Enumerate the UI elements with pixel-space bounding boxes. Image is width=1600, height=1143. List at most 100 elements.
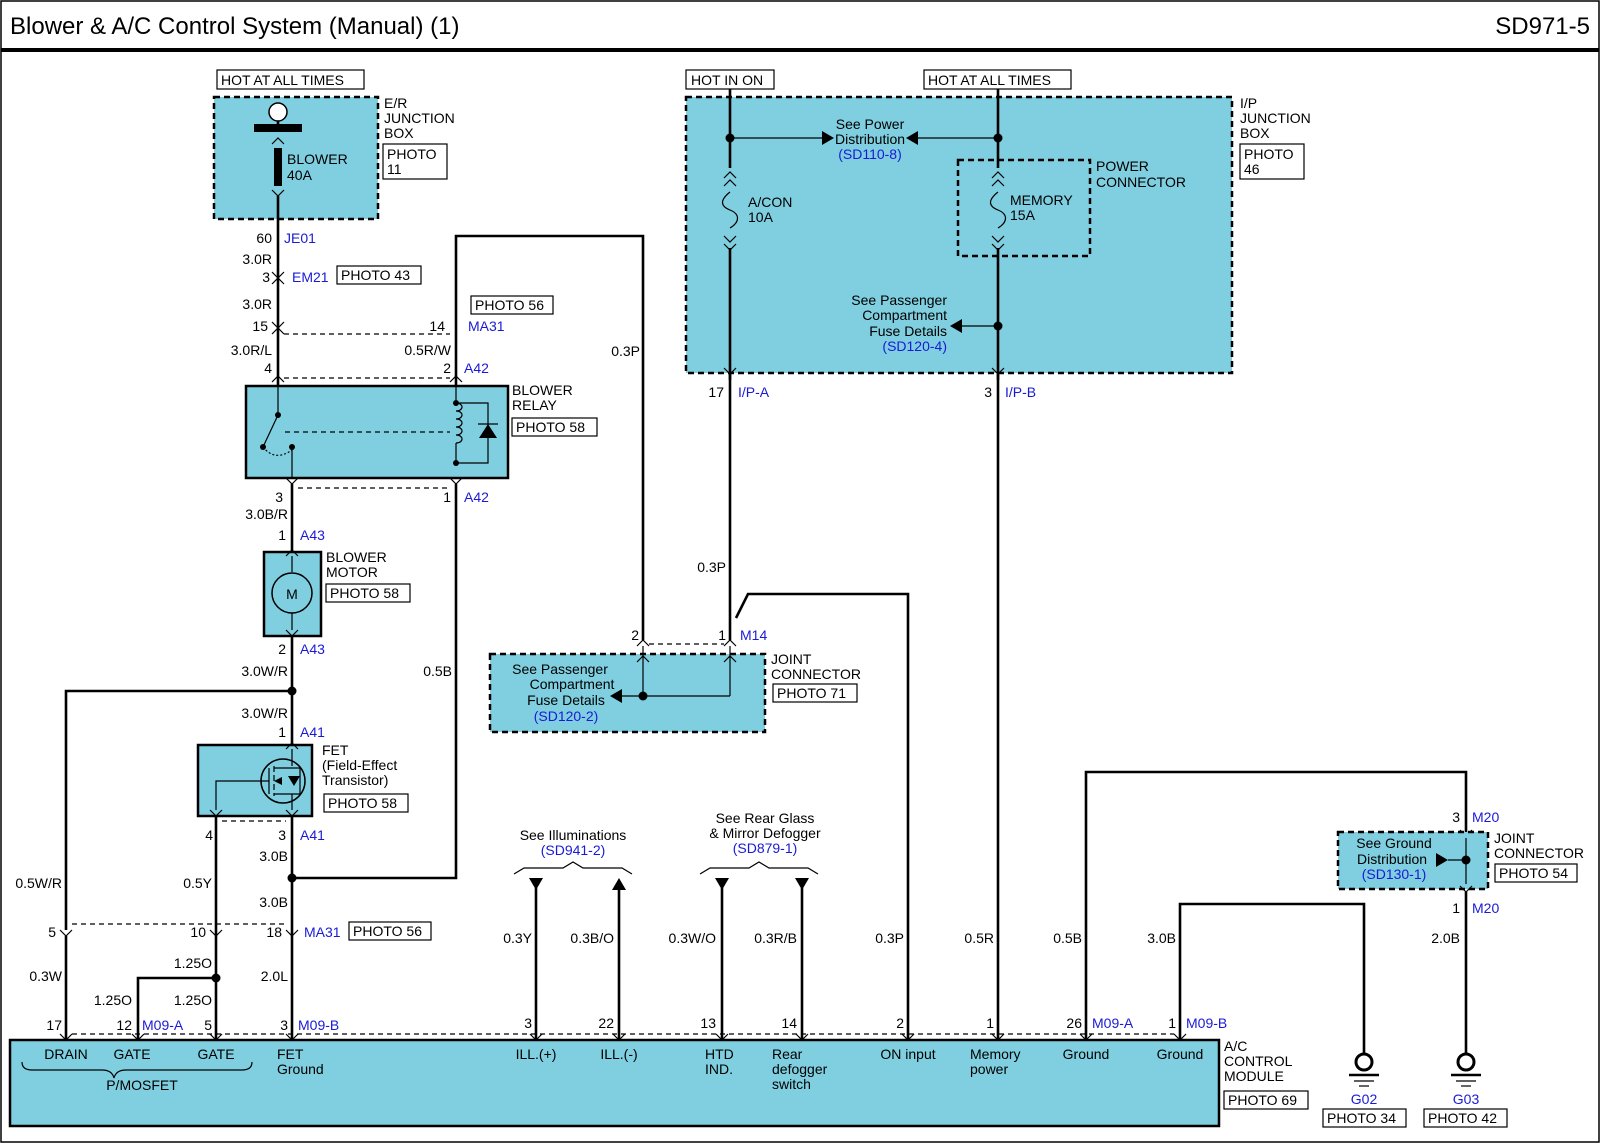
svg-text:46: 46: [1244, 161, 1260, 177]
svg-text:PHOTO 69: PHOTO 69: [1228, 1092, 1297, 1108]
svg-text:A42: A42: [464, 489, 489, 505]
svg-text:POWER: POWER: [1096, 158, 1149, 174]
svg-text:CONNECTOR: CONNECTOR: [1494, 845, 1584, 861]
svg-text:14: 14: [429, 318, 445, 334]
relay-switch-symbol: [260, 386, 498, 478]
svg-text:14: 14: [781, 1015, 797, 1031]
svg-text:PHOTO: PHOTO: [387, 146, 437, 162]
svg-text:13: 13: [700, 1015, 716, 1031]
svg-text:3: 3: [262, 269, 270, 285]
svg-text:Ground: Ground: [1157, 1046, 1204, 1062]
svg-text:10A: 10A: [748, 209, 774, 225]
svg-text:RELAY: RELAY: [512, 397, 558, 413]
svg-text:MODULE: MODULE: [1224, 1068, 1284, 1084]
svg-text:defogger: defogger: [772, 1061, 828, 1077]
svg-text:0.3Y: 0.3Y: [503, 930, 532, 946]
svg-text:M20: M20: [1472, 809, 1499, 825]
svg-text:PHOTO 54: PHOTO 54: [1499, 865, 1568, 881]
svg-text:3.0B: 3.0B: [259, 894, 288, 910]
svg-text:A43: A43: [300, 641, 325, 657]
svg-text:ILL.(+): ILL.(+): [516, 1046, 557, 1062]
svg-text:60: 60: [256, 230, 272, 246]
svg-text:1.25O: 1.25O: [174, 992, 212, 1008]
svg-text:See Passenger: See Passenger: [851, 292, 947, 308]
hot-all-times-right: HOT AT ALL TIMES: [928, 72, 1051, 88]
svg-text:BLOWER: BLOWER: [512, 382, 573, 398]
svg-text:M09-A: M09-A: [1092, 1015, 1134, 1031]
svg-text:IND.: IND.: [705, 1061, 733, 1077]
blower-fuse-40a: [254, 102, 302, 197]
svg-text:1: 1: [443, 489, 451, 505]
svg-text:3: 3: [280, 1017, 288, 1033]
svg-text:1: 1: [718, 627, 726, 643]
svg-text:3: 3: [275, 489, 283, 505]
svg-text:1.25O: 1.25O: [174, 955, 212, 971]
svg-text:See Passenger: See Passenger: [512, 661, 608, 677]
svg-text:A42: A42: [464, 360, 489, 376]
svg-text:Compartment: Compartment: [530, 676, 615, 692]
svg-text:12: 12: [116, 1017, 132, 1033]
svg-text:(SD120-4): (SD120-4): [882, 338, 947, 354]
svg-text:GATE: GATE: [197, 1046, 234, 1062]
svg-text:0.5R: 0.5R: [964, 930, 994, 946]
svg-text:Memory: Memory: [970, 1046, 1021, 1062]
svg-text:0.3P: 0.3P: [611, 343, 640, 359]
er-junction-box: [212, 95, 380, 221]
svg-text:P/MOSFET: P/MOSFET: [106, 1077, 178, 1093]
svg-text:BOX: BOX: [1240, 125, 1270, 141]
svg-text:4: 4: [264, 360, 272, 376]
svg-text:A/CON: A/CON: [748, 194, 792, 210]
svg-text:3.0R: 3.0R: [242, 251, 272, 267]
svg-text:ON input: ON input: [880, 1046, 935, 1062]
svg-text:22: 22: [598, 1015, 614, 1031]
svg-text:2.0L: 2.0L: [261, 968, 288, 984]
svg-text:0.3P: 0.3P: [697, 559, 726, 575]
svg-text:1.25O: 1.25O: [94, 992, 132, 1008]
svg-text:MA31: MA31: [304, 924, 341, 940]
svg-text:(Field-Effect: (Field-Effect: [322, 757, 397, 773]
svg-text:Ground: Ground: [277, 1061, 324, 1077]
svg-text:PHOTO 43: PHOTO 43: [341, 267, 410, 283]
svg-text:0.5B: 0.5B: [423, 663, 452, 679]
svg-text:JUNCTION: JUNCTION: [1240, 110, 1311, 126]
svg-text:Distribution: Distribution: [835, 131, 905, 147]
svg-text:CONNECTOR: CONNECTOR: [771, 666, 861, 682]
hot-in-on: HOT IN ON: [691, 72, 763, 88]
svg-text:I/P: I/P: [1240, 95, 1257, 111]
svg-text:3: 3: [278, 827, 286, 843]
svg-text:Transistor): Transistor): [322, 772, 388, 788]
svg-text:1: 1: [986, 1015, 994, 1031]
svg-text:17: 17: [708, 384, 724, 400]
power-connector: [956, 158, 1092, 258]
svg-text:BLOWER: BLOWER: [326, 549, 387, 565]
svg-text:26: 26: [1066, 1015, 1082, 1031]
svg-text:PHOTO 56: PHOTO 56: [353, 923, 422, 939]
svg-text:0.5Y: 0.5Y: [183, 875, 212, 891]
svg-text:G03: G03: [1453, 1091, 1480, 1107]
svg-text:JOINT: JOINT: [1494, 830, 1535, 846]
svg-text:15A: 15A: [1010, 207, 1036, 223]
svg-text:0.3W/O: 0.3W/O: [669, 930, 717, 946]
joint-connector-m14: [488, 652, 767, 734]
svg-text:BOX: BOX: [384, 125, 414, 141]
svg-text:See Ground: See Ground: [1356, 835, 1432, 851]
svg-text:0.3P: 0.3P: [875, 930, 904, 946]
svg-text:PHOTO 71: PHOTO 71: [777, 685, 846, 701]
svg-text:2.0B: 2.0B: [1431, 930, 1460, 946]
svg-text:M20: M20: [1472, 900, 1499, 916]
svg-text:DRAIN: DRAIN: [44, 1046, 88, 1062]
svg-text:0.3B/O: 0.3B/O: [570, 930, 614, 946]
svg-text:A43: A43: [300, 527, 325, 543]
svg-text:18: 18: [266, 924, 282, 940]
svg-text:PHOTO 42: PHOTO 42: [1428, 1110, 1497, 1126]
svg-text:4: 4: [205, 827, 213, 843]
svg-text:CONTROL: CONTROL: [1224, 1053, 1293, 1069]
svg-text:0.3W: 0.3W: [29, 968, 62, 984]
svg-text:A41: A41: [300, 827, 325, 843]
svg-text:PHOTO 56: PHOTO 56: [475, 297, 544, 313]
svg-text:PHOTO 34: PHOTO 34: [1327, 1110, 1396, 1126]
svg-text:5: 5: [48, 924, 56, 940]
svg-text:MOTOR: MOTOR: [326, 564, 378, 580]
svg-text:3: 3: [524, 1015, 532, 1031]
svg-text:PHOTO 58: PHOTO 58: [516, 419, 585, 435]
